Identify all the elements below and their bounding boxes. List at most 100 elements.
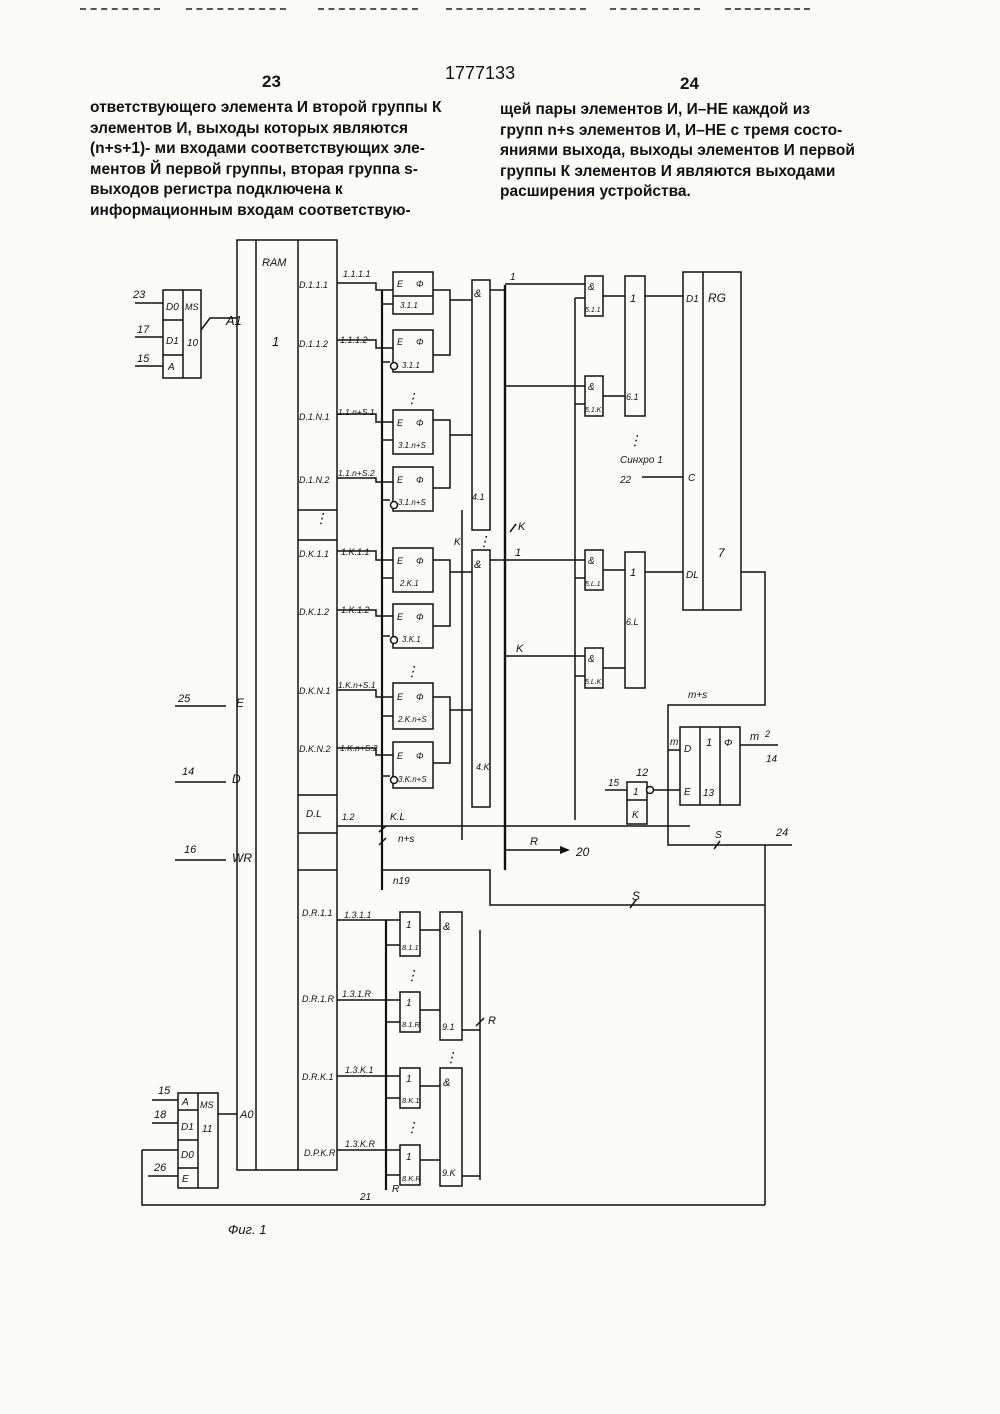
ellipsis: ⋮ <box>628 432 642 448</box>
line-label: 1.1.1.1 <box>343 269 371 279</box>
gate-number: 8.1.R <box>402 1020 421 1029</box>
ram-output: D.1.N.2 <box>299 475 330 485</box>
gate-number: 6.L <box>626 617 639 627</box>
ellipsis: ⋮ <box>405 390 419 406</box>
ram-output: D.R.1.1 <box>302 908 333 918</box>
gate-number: 5.L.K <box>585 679 602 686</box>
input-number: 15 <box>137 353 150 365</box>
block-input: E <box>684 787 691 798</box>
gate-symbol: & <box>588 282 595 293</box>
gate-number: 12 <box>636 767 648 779</box>
and-gates-5: & 5.1.1 & 5.1.K & 5.L.1 & 5.L.K <box>505 276 625 820</box>
gate-number: 4.1 <box>472 492 485 502</box>
line-label: 1.2 <box>342 812 355 822</box>
address-input: A1 <box>225 313 242 328</box>
gate-number: 3.K.n+S <box>398 775 427 784</box>
gate-pin: E <box>397 612 404 622</box>
gate-number: 13 <box>703 788 715 799</box>
gate-symbol: & <box>474 559 481 571</box>
bus-label: K <box>516 643 524 655</box>
ellipsis: ⋮ <box>314 510 328 526</box>
input-number: 15 <box>608 778 620 789</box>
decoder-type: MS <box>200 1100 214 1110</box>
ram-number: 1 <box>272 334 279 349</box>
gate-number: 5.1.K <box>585 407 602 414</box>
ram-output: D.K.N.1 <box>299 686 331 696</box>
line-label: 1.1.n+S.1 <box>338 407 375 417</box>
line-label: 1.1.1.2 <box>340 335 368 345</box>
pin-label: D <box>232 772 241 786</box>
gate-symbol: & <box>588 382 595 393</box>
bus-label: R <box>488 1015 496 1027</box>
gate-symbol: 1 <box>406 920 412 931</box>
gate-number: 3.1.1 <box>402 361 420 370</box>
gate-symbol: 1 <box>406 998 412 1009</box>
ellipsis: ⋮ <box>405 1119 419 1135</box>
sync-line: 22 <box>619 475 632 486</box>
bus-label: 1 <box>510 272 516 283</box>
gates-8-9: 1 8.1.1 1 8.1.R 1 8.K.1 1 8.K.R ⋮ ⋮ & 9.… <box>386 912 496 1186</box>
input-number: 14 <box>182 766 194 778</box>
gate-number: 5.1.1 <box>585 307 601 314</box>
ram-box <box>237 240 337 1170</box>
decoder-number: 11 <box>202 1124 212 1135</box>
gate-symbol: 1 <box>406 1152 412 1163</box>
bus-label: n19 <box>393 876 410 887</box>
ram-output: D.K.N.2 <box>299 744 331 754</box>
bus-label: m <box>670 737 678 748</box>
register-type: RG <box>708 291 726 305</box>
line-label: 1.3.K.1 <box>345 1065 374 1075</box>
gate-number: 8.K.1 <box>402 1096 420 1105</box>
bus-label: R <box>530 836 538 848</box>
pin-label: WR <box>232 851 252 865</box>
cell-label: A <box>181 1097 189 1108</box>
output-block: D E 1 13 Φ m m+s m 2 14 S 24 <box>668 690 792 849</box>
ram-output: D.L <box>306 809 322 820</box>
output-number: 14 <box>766 754 778 765</box>
s-line <box>382 870 765 905</box>
and-gates-4: & 4.1 & 4.K ⋮ <box>462 280 505 840</box>
line-label: 1.1.n+S.2 <box>338 468 375 478</box>
gate-pin: Φ <box>416 556 424 566</box>
register-input: D1 <box>686 294 699 305</box>
gate-pin: Φ <box>416 475 424 485</box>
bus-label: S <box>715 830 722 841</box>
gate-symbol: & <box>443 921 450 933</box>
gate-pin: E <box>397 279 404 289</box>
gate-symbol: 1 <box>706 737 712 749</box>
register-input: C <box>688 473 696 484</box>
gate-pin: E <box>397 475 404 485</box>
gate-pin: Φ <box>416 612 424 622</box>
ellipsis: ⋮ <box>405 967 419 983</box>
ellipsis: ⋮ <box>477 533 491 549</box>
register-input: DL <box>686 570 699 581</box>
gate-symbol: 1 <box>633 787 639 798</box>
output-number: 20 <box>575 845 590 859</box>
line-label: 1.K.n+S.2 <box>340 743 378 753</box>
gate-number: 8.1.1 <box>402 943 419 952</box>
ram-output: D.K.1.1 <box>299 549 329 559</box>
bus-label: m+s <box>688 690 707 701</box>
gate-symbol: & <box>443 1077 450 1089</box>
gate-number: 3.1.n+S <box>398 441 426 450</box>
gate-number: 2.K.n+S <box>397 715 427 724</box>
line-label: 1.K.1.1 <box>341 547 370 557</box>
gate-pin: E <box>397 692 404 702</box>
cell-label: D1 <box>166 336 179 347</box>
line-label: 1.3.1.1 <box>344 910 372 920</box>
gate-pin: Φ <box>416 418 424 428</box>
or-blocks-6: 1 6.1 1 6.L ⋮ <box>625 276 683 688</box>
gate-symbol: & <box>588 556 595 567</box>
bus-label: 2 <box>764 729 770 739</box>
ram-output: D.K.1.2 <box>299 607 329 617</box>
input-number: 26 <box>153 1162 167 1174</box>
input-number: 17 <box>137 324 150 336</box>
ellipsis: ⋮ <box>444 1049 458 1065</box>
gate-pin: Φ <box>416 751 424 761</box>
gate-pin: E <box>397 418 404 428</box>
bus-label: K <box>454 537 462 548</box>
gate-number: 9.1 <box>442 1022 455 1032</box>
ram-title: RAM <box>262 257 287 269</box>
gate-symbol: 1 <box>630 567 636 579</box>
